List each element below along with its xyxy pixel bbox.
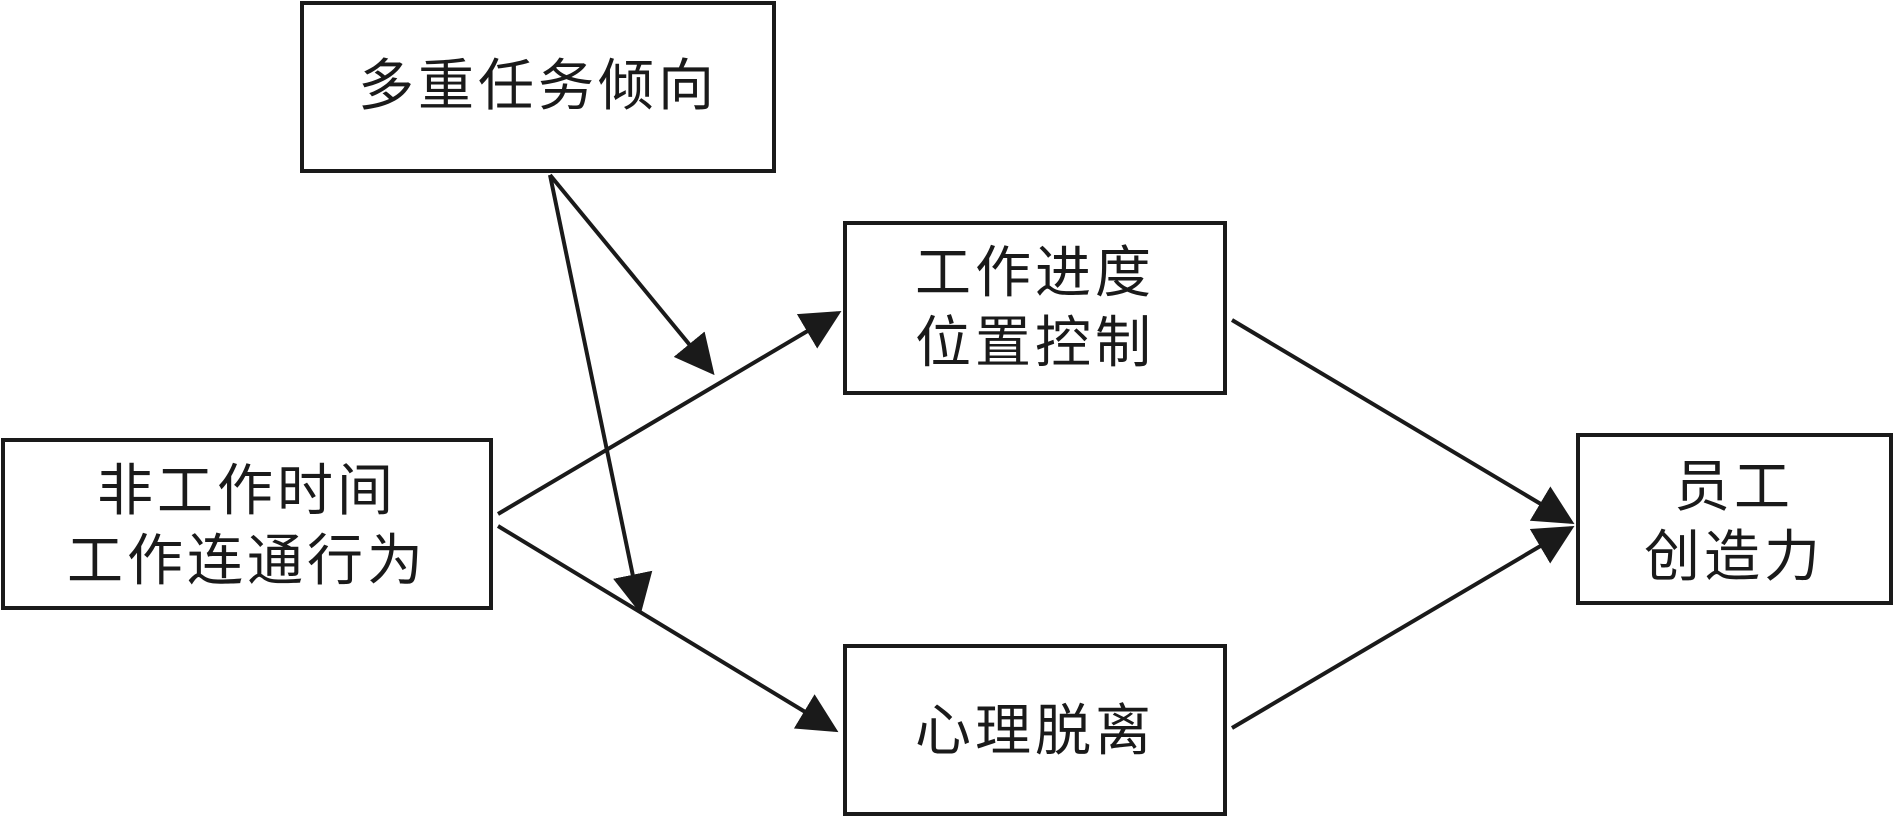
edges — [496, 173, 1575, 733]
node-label-line: 非工作时间 — [97, 459, 397, 524]
node-multitasking-orientation: 多重任务倾向 — [300, 1, 776, 173]
node-label-line: 创造力 — [1644, 525, 1824, 590]
node-label-line: 工作连通行为 — [67, 529, 427, 594]
edge-connectivity-to-detachment — [496, 524, 839, 733]
edge-detachment-to-creativity — [1230, 525, 1575, 730]
edge-control-to-creativity — [1230, 318, 1575, 525]
node-work-progress-location-control: 工作进度 位置控制 — [843, 221, 1227, 395]
edge-moderator-to-first-path — [548, 173, 715, 376]
node-label-line: 员工 — [1674, 455, 1794, 520]
node-label-line: 多重任务倾向 — [358, 54, 718, 119]
node-label-line: 工作进度 — [915, 241, 1155, 306]
edge-moderator-to-second-path — [548, 174, 653, 614]
node-label-line: 心理脱离 — [915, 699, 1155, 764]
edge-connectivity-to-control — [496, 310, 842, 516]
node-after-hours-work-connectivity: 非工作时间 工作连通行为 — [1, 438, 493, 610]
node-label-line: 位置控制 — [915, 311, 1155, 376]
node-psychological-detachment: 心理脱离 — [843, 644, 1227, 816]
node-employee-creativity: 员工 创造力 — [1576, 433, 1893, 605]
